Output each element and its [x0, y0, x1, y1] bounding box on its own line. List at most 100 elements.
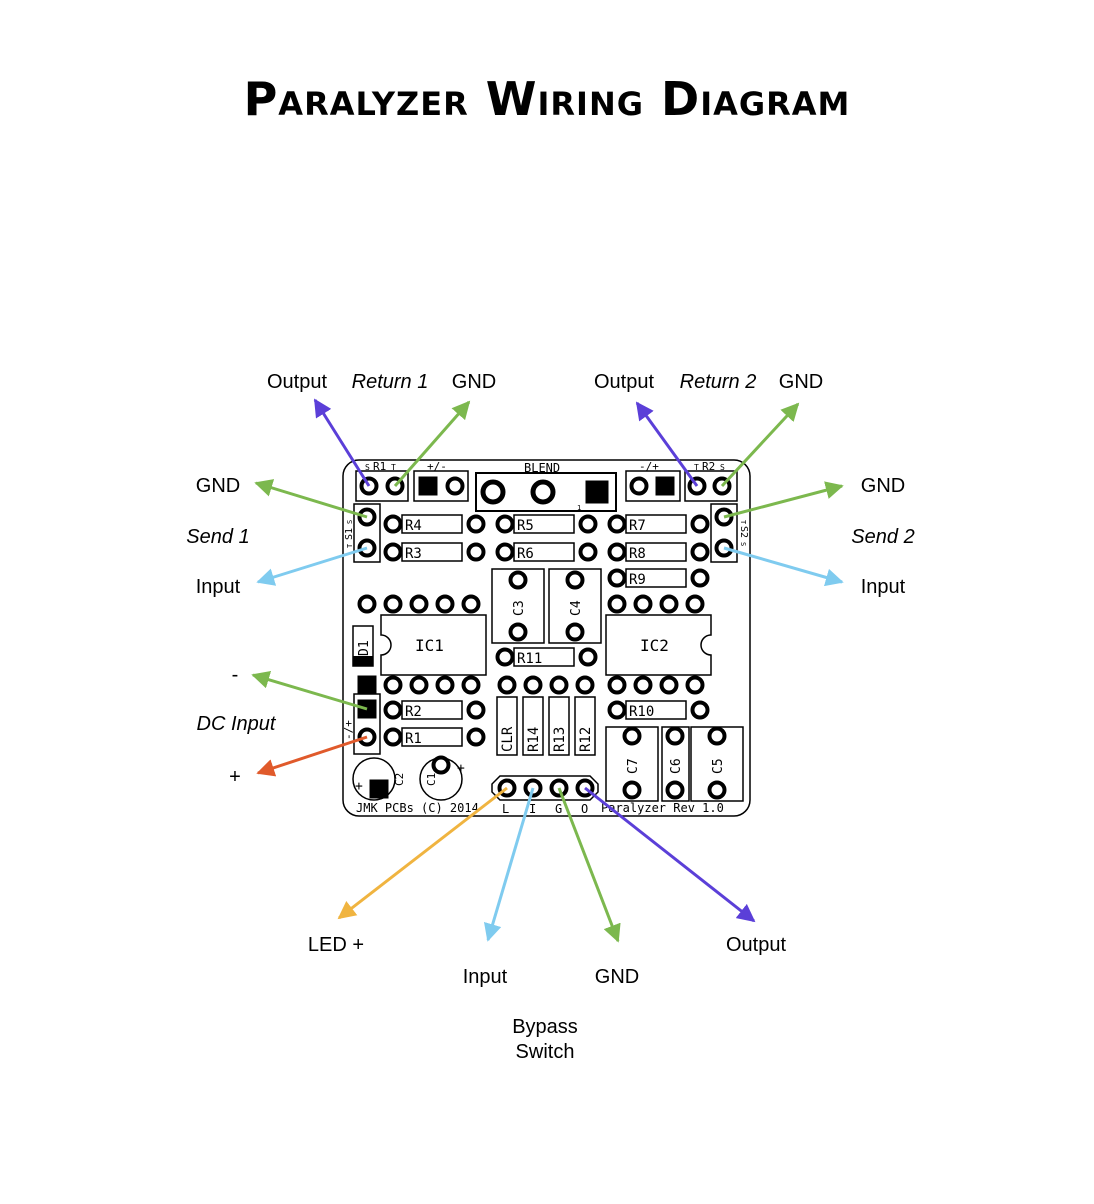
- clr-body: [496, 696, 518, 756]
- r2-header: [684, 470, 738, 502]
- label-dc-name: DC Input: [197, 713, 277, 735]
- solder-pad: [659, 675, 679, 695]
- solder-pad: [565, 622, 585, 642]
- silk-ic1: IC1: [415, 636, 444, 655]
- pads-group: [357, 476, 734, 800]
- arrow-r1-gnd: [393, 400, 471, 487]
- silk-sw-g: G: [555, 802, 562, 816]
- solder-pad: [622, 726, 642, 746]
- label-return1-output: Output: [267, 371, 327, 393]
- c4-body: [548, 568, 602, 644]
- label-bypass-output: Output: [726, 934, 786, 956]
- solder-pad-square-hole: [590, 485, 604, 499]
- label-dc-minus: -: [232, 664, 239, 686]
- solder-pad-square-hole: [362, 680, 372, 690]
- solder-pad: [665, 726, 685, 746]
- label-bypass-input: Input: [463, 966, 508, 988]
- arrow-s2-input: [723, 546, 844, 587]
- solder-pad: [578, 514, 598, 534]
- solder-pad: [690, 700, 710, 720]
- silk-r5: R5: [517, 518, 534, 534]
- d1-band: [353, 656, 373, 666]
- silk-ic2: IC2: [640, 636, 669, 655]
- solder-pad: [495, 542, 515, 562]
- label-return2-name: Return 2: [680, 371, 757, 393]
- c2-body: [352, 757, 396, 801]
- pm1-header: [413, 470, 469, 502]
- r14-body: [522, 696, 544, 756]
- solder-pad: [383, 542, 403, 562]
- solder-pad: [629, 476, 649, 496]
- solder-pad: [685, 675, 705, 695]
- s1-header: [353, 503, 381, 563]
- silk-r6: R6: [517, 546, 534, 562]
- r12-body: [574, 696, 596, 756]
- solder-pad: [383, 700, 403, 720]
- solder-pad: [607, 594, 627, 614]
- silk-r1-s: S: [365, 463, 370, 472]
- solder-pad: [607, 568, 627, 588]
- silk-c6: C6: [669, 758, 684, 774]
- arrow-r2-gnd: [720, 402, 800, 488]
- arrow-s2-gnd: [723, 481, 844, 519]
- arrow-r2-output: [635, 401, 699, 487]
- silk-c3: C3: [512, 600, 527, 616]
- solder-pad: [633, 675, 653, 695]
- solder-pad: [607, 514, 627, 534]
- solder-pad: [435, 594, 455, 614]
- silk-r7: R7: [629, 518, 646, 534]
- silk-s2: S2: [738, 526, 749, 538]
- label-bypass-line2: Switch: [516, 1041, 575, 1063]
- solder-pad: [445, 476, 465, 496]
- solder-pad: [607, 700, 627, 720]
- solder-pad: [565, 570, 585, 590]
- silk-s2-s: S: [739, 542, 747, 546]
- solder-pad: [633, 594, 653, 614]
- silk-r2b: R2: [405, 704, 422, 720]
- silk-s1-t: T: [346, 543, 354, 548]
- label-send2-input: Input: [861, 576, 906, 598]
- silk-r9: R9: [629, 572, 646, 588]
- silk-c7: C7: [626, 758, 641, 774]
- label-return1-name: Return 1: [352, 371, 429, 393]
- silk-r14: R14: [526, 727, 542, 752]
- label-return1-gnd: GND: [452, 371, 496, 393]
- wire-arrows: [251, 398, 844, 943]
- solder-pad: [383, 514, 403, 534]
- silk-r11: R11: [517, 651, 542, 667]
- silk-r12: R12: [578, 727, 594, 752]
- arrow-s1-gnd: [254, 479, 368, 519]
- silk-pm3: -/+: [342, 720, 355, 740]
- solder-pad: [549, 675, 569, 695]
- silk-r10: R10: [629, 704, 654, 720]
- arrow-s1-input: [256, 546, 368, 586]
- silk-sw-o: O: [581, 802, 588, 816]
- label-send2-gnd: GND: [861, 475, 905, 497]
- arrow-dc-minus: [251, 671, 368, 711]
- solder-pad: [357, 594, 377, 614]
- solder-pad: [466, 700, 486, 720]
- wiring-labels: Output Return 1 GND Output Return 2 GND …: [186, 371, 914, 1063]
- blend-pad: [530, 479, 556, 505]
- silk-r13: R13: [552, 727, 568, 752]
- arrow-led-plus: [337, 786, 508, 920]
- solder-pad: [690, 514, 710, 534]
- solder-pad: [508, 570, 528, 590]
- silk-c1-plus: +: [457, 761, 465, 776]
- silk-r2: R2: [702, 460, 715, 473]
- silk-blend: BLEND: [524, 461, 560, 475]
- solder-pad: [435, 675, 455, 695]
- pm2-header: [625, 470, 681, 502]
- solder-pad: [665, 780, 685, 800]
- silk-footer-right: Paralyzer Rev 1.0: [601, 801, 724, 815]
- ic1-body: [380, 614, 487, 676]
- solder-pad-square-hole: [423, 481, 433, 491]
- solder-pad: [607, 542, 627, 562]
- label-return2-output: Output: [594, 371, 654, 393]
- solder-pad: [466, 727, 486, 747]
- label-bypass-line1: Bypass: [512, 1016, 578, 1038]
- solder-pad: [690, 542, 710, 562]
- silk-c2: C2: [393, 773, 406, 786]
- arrow-bypass-gnd: [557, 787, 621, 943]
- solder-pad: [690, 568, 710, 588]
